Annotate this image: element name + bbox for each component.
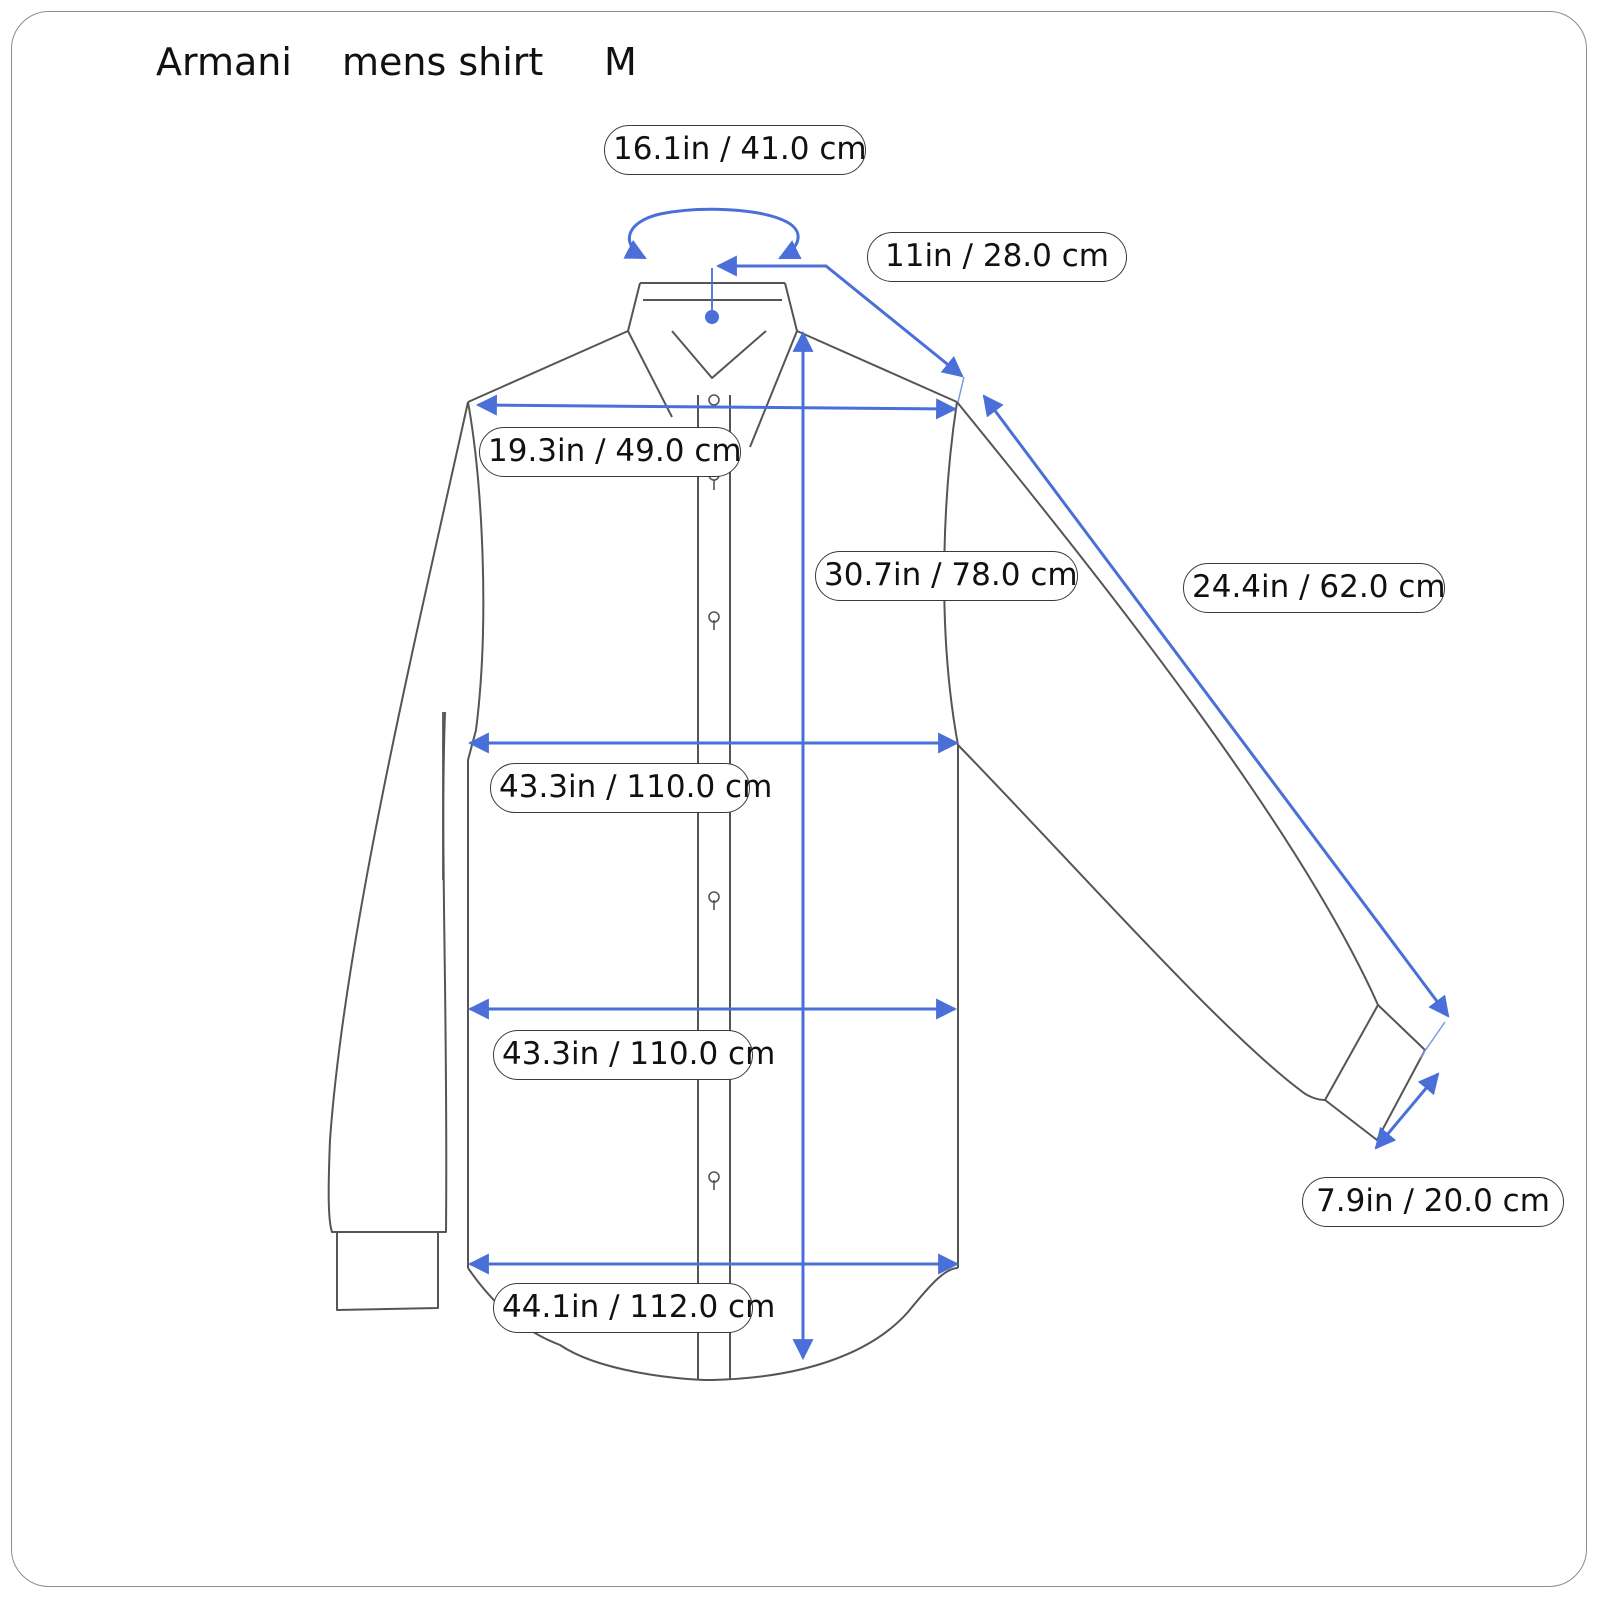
chest-measurement: 43.3in / 110.0 cm <box>490 763 772 813</box>
torso-left-outline <box>467 401 485 1268</box>
right-cuff-outline <box>1324 1004 1426 1141</box>
left-sleeve-outline <box>327 401 469 1233</box>
cuff-measurement: 7.9in / 20.0 cm <box>1302 1177 1564 1227</box>
left-cuff-outline <box>336 1232 439 1311</box>
collar-measurement: 16.1in / 41.0 cm <box>604 125 867 175</box>
item-label: mens shirt <box>342 40 544 84</box>
shoulder-seam-measurement: 11in / 28.0 cm <box>867 232 1127 282</box>
brand-label: Armani <box>156 40 292 84</box>
length-measurement: 30.7in / 78.0 cm <box>815 551 1078 601</box>
torso-right-outline <box>943 401 959 1268</box>
shoulder-width-arrow <box>475 394 958 420</box>
shoulder-outline <box>467 330 958 403</box>
hem-measurement: 44.1in / 112.0 cm <box>493 1283 775 1333</box>
waist-measurement: 43.3in / 110.0 cm <box>493 1030 775 1080</box>
cuff-arrow <box>1374 1072 1440 1150</box>
right-sleeve-outline <box>956 401 1426 1101</box>
measurement-lines <box>467 207 1450 1361</box>
shoulder-seam-arrow <box>715 255 964 378</box>
collar-arrow <box>623 207 802 260</box>
size-label: M <box>604 40 637 84</box>
shoulder-width-measurement: 19.3in / 49.0 cm <box>479 427 742 477</box>
sleeve-arrow <box>982 394 1450 1018</box>
sleeve-measurement: 24.4in / 62.0 cm <box>1183 563 1446 613</box>
placket-outline <box>697 395 731 1380</box>
